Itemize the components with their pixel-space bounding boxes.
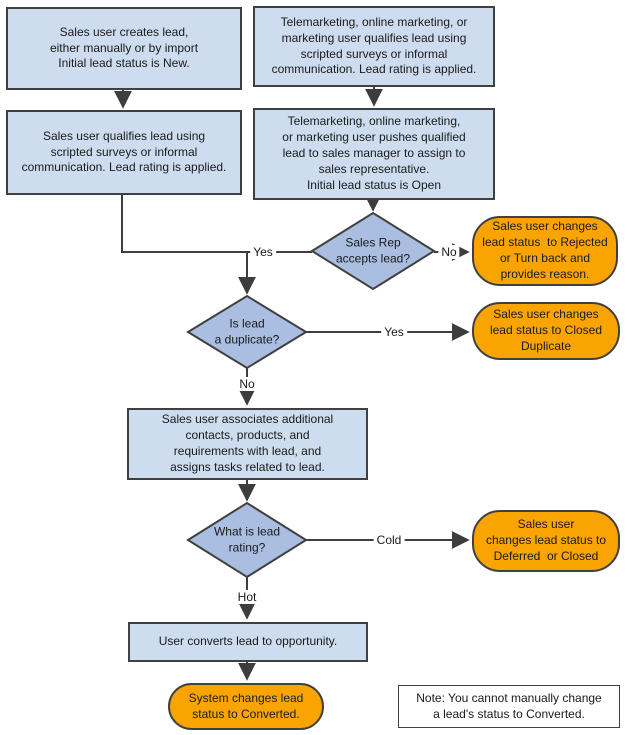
- decision-rating-shape: [186, 501, 308, 579]
- edge-sales-qualify-elbow: [121, 195, 312, 253]
- node-user-converts-lead: User converts lead to opportunity.: [128, 622, 368, 662]
- edge-label-duplicate-no: No: [236, 377, 258, 391]
- decision-duplicate-label: Is lead a duplicate?: [214, 316, 280, 346]
- note-box: Note: You cannot manually change a lead'…: [398, 685, 620, 728]
- decision-rating-label: What is lead rating?: [213, 524, 281, 554]
- node-sales-associates: Sales user associates additional contact…: [127, 408, 368, 480]
- edge-label-rating-hot: Hot: [234, 590, 260, 604]
- node-marketing-pushes-lead: Telemarketing, online marketing, or mark…: [253, 108, 495, 200]
- node-status-closed-duplicate: Sales user changes lead status to Closed…: [472, 302, 620, 360]
- decision-duplicate-shape: [186, 294, 308, 370]
- decision-rep-accepts-label: Sales Rep accepts lead?: [335, 235, 411, 265]
- node-status-deferred-closed: Sales user changes lead status to Deferr…: [472, 510, 620, 572]
- edge-label-duplicate-yes: Yes: [381, 325, 407, 339]
- node-sales-qualifies-lead: Sales user qualifies lead using scripted…: [6, 110, 242, 195]
- node-sales-creates-lead: Sales user creates lead, either manually…: [6, 7, 242, 90]
- node-status-rejected: Sales user changes lead status to Reject…: [472, 216, 618, 286]
- edge-label-rep-accepts-no: No: [438, 245, 460, 259]
- decision-rep-accepts-shape: [310, 211, 436, 291]
- edge-label-rating-cold: Cold: [373, 533, 405, 547]
- node-marketing-qualifies-lead: Telemarketing, online marketing, or mark…: [253, 6, 495, 87]
- edge-label-rep-accepts-yes: Yes: [250, 245, 276, 259]
- node-status-converted: System changes lead status to Converted.: [168, 683, 324, 730]
